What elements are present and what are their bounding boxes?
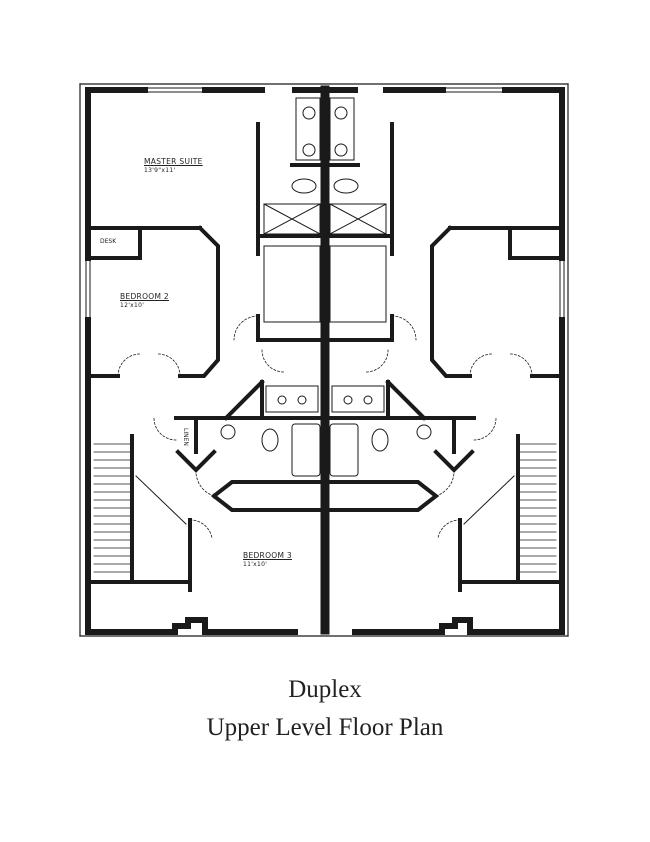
exterior-walls	[85, 87, 565, 635]
room-label-bedroom-2: BEDROOM 2 12'x10'	[120, 292, 169, 309]
linen-label: LINEN	[182, 428, 189, 446]
outer-frame	[79, 83, 569, 637]
bedroom-2-name: BEDROOM 2	[120, 292, 170, 301]
plumbing-fixtures	[220, 97, 432, 452]
closets-and-showers	[263, 203, 387, 477]
stair-right	[519, 443, 557, 573]
figure-title: Duplex	[288, 676, 362, 703]
desk-label: DESK	[100, 238, 117, 245]
bedroom-3-name: BEDROOM 3	[243, 551, 293, 560]
door-swings	[117, 315, 533, 539]
room-label-master-suite: MASTER SUITE 13'9"x11'	[144, 157, 203, 174]
master-suite-dims: 13'9"x11'	[144, 167, 176, 174]
windows	[85, 87, 565, 637]
stair-left	[93, 443, 131, 573]
master-suite-name: MASTER SUITE	[144, 157, 203, 166]
bedroom-3-dims: 11'x10'	[243, 561, 268, 568]
figure-subtitle: Upper Level Floor Plan	[206, 714, 444, 741]
bedroom-2-dims: 12'x10'	[120, 302, 145, 309]
room-label-bedroom-3: BEDROOM 3 11'x10'	[243, 551, 292, 568]
stair-rails	[135, 475, 515, 525]
